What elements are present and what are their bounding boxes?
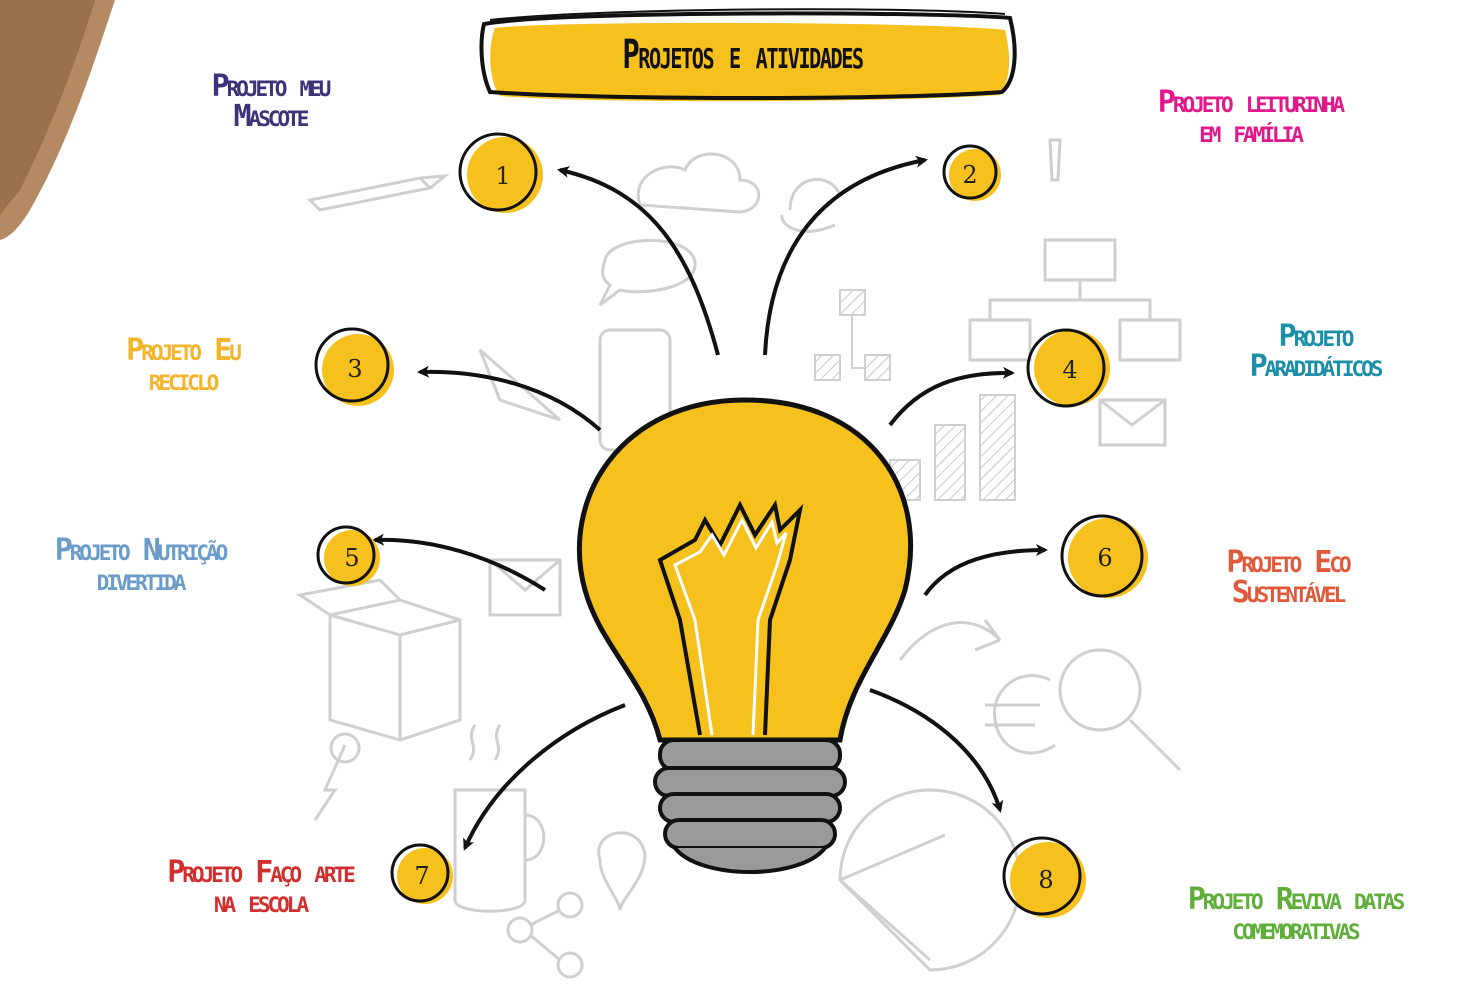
light-bulb (576, 397, 914, 874)
arrow-6 (923, 544, 1048, 597)
background-doodles (296, 138, 1182, 979)
project-label-2: Projeto leiturinha em família (1157, 85, 1345, 150)
project-label-5: Projeto Nutrição divertida (54, 533, 229, 598)
arrow-4 (888, 366, 1015, 427)
connector-arrows (372, 155, 1048, 851)
number-circles: 1 2 3 4 5 (314, 132, 1148, 918)
arrow-2 (763, 155, 928, 356)
project-label-7: Projeto Faço arte na escola (167, 855, 356, 920)
svg-text:1: 1 (495, 162, 510, 190)
arrow-1 (557, 166, 720, 356)
arrow-3 (417, 365, 602, 432)
circle-6: 6 (1060, 514, 1148, 598)
svg-text:3: 3 (347, 355, 362, 383)
circle-5: 5 (316, 525, 380, 586)
page-title: Projetos e atividades (622, 32, 864, 78)
project-label-1: Projeto meu Mascote (211, 69, 332, 134)
circle-8: 8 (1002, 836, 1086, 918)
project-label-6: Projeto Eco Sustentável (1226, 545, 1351, 610)
svg-text:8: 8 (1038, 866, 1053, 894)
circle-1: 1 (458, 132, 543, 213)
title-banner (479, 8, 1017, 102)
circle-7: 7 (390, 843, 453, 904)
svg-text:5: 5 (344, 544, 359, 572)
svg-text:2: 2 (962, 161, 977, 189)
circle-4: 4 (1026, 328, 1110, 408)
project-label-3: Projeto Eu reciclo (126, 333, 242, 398)
project-label-4: Projeto Paradidáticos (1249, 319, 1384, 384)
background-bar-chart (814, 289, 1016, 501)
svg-text:4: 4 (1062, 356, 1077, 384)
arrow-7 (463, 703, 626, 851)
svg-text:6: 6 (1097, 544, 1112, 572)
arrow-8 (869, 688, 1004, 813)
arrow-5 (372, 533, 547, 592)
svg-text:7: 7 (414, 862, 429, 890)
project-label-8: Projeto Reviva datas comemorativas (1187, 882, 1406, 947)
circle-2: 2 (942, 144, 1001, 201)
circle-3: 3 (314, 327, 394, 406)
